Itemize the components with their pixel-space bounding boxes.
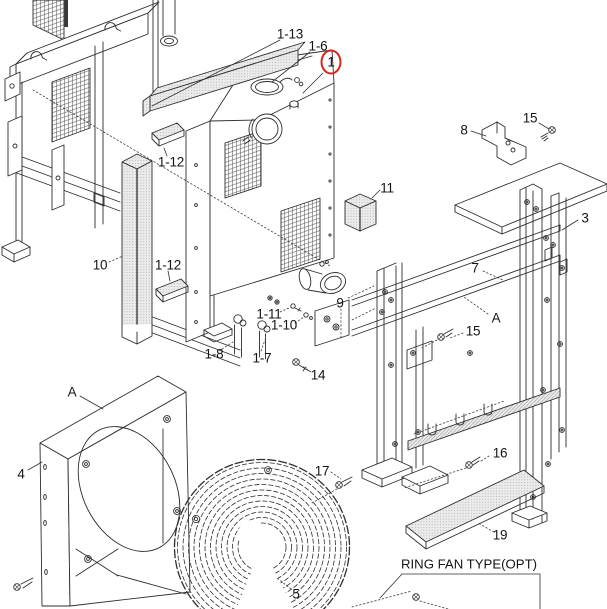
part-label-4: 4 <box>17 466 25 482</box>
part-label-1-8: 1-8 <box>204 346 224 362</box>
part-label-16: 16 <box>492 445 508 461</box>
ring-fan-note: RING FAN TYPE(OPT) <box>400 556 538 572</box>
bolt-15-mid <box>437 328 454 341</box>
lower-rail <box>351 254 561 337</box>
part-label-1-11: 1-11 <box>256 306 282 322</box>
hose-clamps-and-fasteners <box>233 295 481 489</box>
ring-fan-option-outline <box>379 573 541 609</box>
filler-cap <box>250 77 304 96</box>
part-label-A: A <box>67 384 77 400</box>
part-label-5: 5 <box>292 586 300 602</box>
mounting-column <box>121 153 153 345</box>
sponge-block <box>344 193 377 232</box>
part-label-3: 3 <box>581 210 589 226</box>
inlet-tube <box>242 113 283 145</box>
part-label-1-12: 1-12 <box>157 154 185 170</box>
clamp-1-8 <box>233 314 247 358</box>
part-label-1-12: 1-12 <box>154 257 182 273</box>
bolt-15-top <box>540 126 556 142</box>
anti-vibration-pad <box>405 469 545 550</box>
radiator-top-bar <box>142 41 306 117</box>
bolt-16 <box>465 456 481 469</box>
part-label-A: A <box>491 310 501 326</box>
part-label-15: 15 <box>522 110 538 126</box>
part-label-1-10: 1-10 <box>270 317 298 333</box>
rubber-strip-upper <box>151 122 185 147</box>
overflow-pipe <box>152 0 178 105</box>
drain-plug <box>289 100 299 110</box>
option-box-screw <box>412 593 420 601</box>
shroud-bolt <box>13 577 34 591</box>
guard-frame <box>351 162 607 529</box>
ring-fan <box>173 458 351 609</box>
main-radiator <box>142 41 335 367</box>
part-label-14: 14 <box>310 367 326 383</box>
part-label-17: 17 <box>314 463 330 479</box>
part-label-15: 15 <box>465 323 481 339</box>
outlet-elbow <box>298 260 350 347</box>
part-label-1-13: 1-13 <box>276 26 304 42</box>
part-label-11: 11 <box>380 180 394 196</box>
part-label-1: 1 <box>320 49 342 75</box>
part-label-7: 7 <box>471 260 479 276</box>
leader-lines <box>27 39 579 609</box>
part-label-10: 10 <box>92 257 108 273</box>
clamp-1-7 <box>257 320 271 360</box>
rubber-strip-lower <box>155 278 189 303</box>
part-label-1-6: 1-6 <box>308 38 328 54</box>
left-radiator-assembly <box>1 0 160 263</box>
part-label-19: 19 <box>492 527 508 543</box>
fan-shroud <box>13 375 191 607</box>
bolt-17 <box>335 476 353 489</box>
mounting-bracket <box>481 121 527 166</box>
part-label-1-7: 1-7 <box>252 350 272 366</box>
part-label-8: 8 <box>460 122 468 138</box>
cross-rail <box>407 387 561 451</box>
part-label-9: 9 <box>336 295 344 311</box>
